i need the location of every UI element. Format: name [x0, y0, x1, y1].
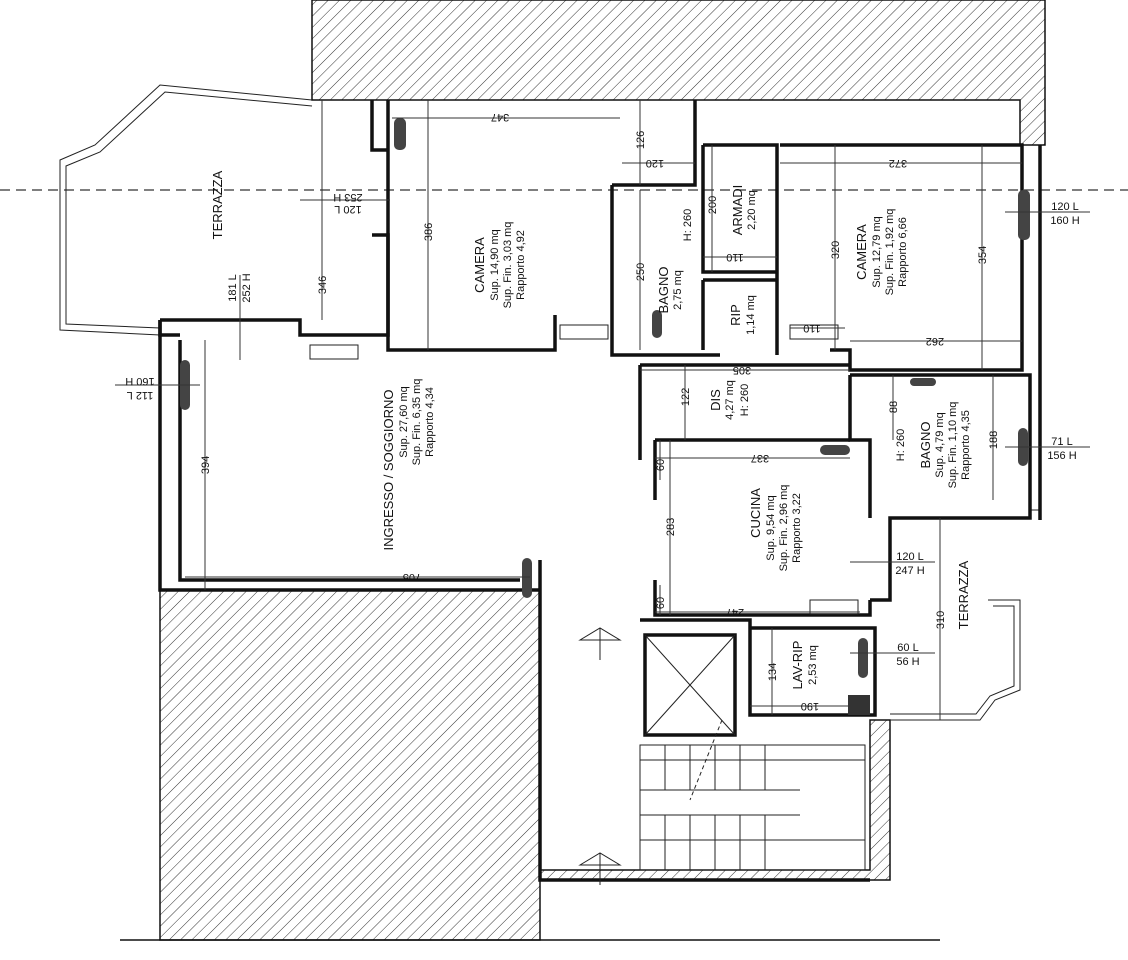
room-area: 2,75 mq [672, 270, 684, 310]
window-3-width: 112 L [127, 389, 154, 401]
dim-120: 120 [646, 157, 664, 169]
room-terrazza-right: TERRAZZA [956, 560, 971, 629]
window-4-width: 120 L [1051, 201, 1079, 213]
room-area: Sup. 9,54 mq [765, 495, 777, 560]
room-area: 2,20 mq [746, 190, 758, 230]
dim-88: 88 [888, 401, 900, 413]
room-dis: DIS 4,27 mq H: 260 [708, 380, 751, 420]
room-name: LAV-RIP [790, 641, 805, 690]
dim-190: 190 [801, 700, 819, 712]
dim-126: 126 [635, 131, 647, 149]
room-area: 4,27 mq [724, 380, 736, 420]
room-area: Sup. 14,90 mq [489, 229, 501, 301]
room-lav-rip: LAV-RIP 2,53 mq [790, 641, 819, 690]
window-1-height: 253 H [333, 191, 362, 203]
room-finestrata: Sup. Fin. 1,92 mq [884, 209, 896, 296]
room-area: Sup. 12,79 mq [871, 216, 883, 288]
room-camera-2: CAMERA Sup. 12,79 mq Sup. Fin. 1,92 mq R… [854, 209, 909, 296]
dim-122: 122 [680, 388, 692, 406]
dim-110: 110 [726, 251, 744, 263]
dim-200: 200 [707, 196, 719, 214]
room-name: DIS [708, 389, 723, 411]
dim-60-a: 60 [655, 459, 667, 471]
room-ratio: Rapporto 4,92 [515, 230, 527, 300]
radiators [180, 118, 1030, 715]
dim-247: 247 [726, 606, 744, 618]
room-name: INGRESSO / SOGGIORNO [381, 389, 396, 550]
room-ratio: Rapporto 6,66 [897, 217, 909, 287]
terrace-left-outline [59, 84, 313, 336]
dim-283: 283 [665, 518, 677, 536]
room-height: H: 260 [682, 209, 694, 241]
dim-372: 372 [889, 157, 907, 169]
room-area: 1,14 mq [745, 295, 757, 335]
dim-188: 188 [988, 431, 1000, 449]
dim-354: 354 [977, 246, 989, 264]
room-ingresso-soggiorno: INGRESSO / SOGGIORNO Sup. 27,60 mq Sup. … [381, 379, 436, 551]
room-ratio: Rapporto 4,35 [960, 410, 972, 480]
window-3-height: 160 H [125, 375, 154, 387]
dim-386: 386 [423, 223, 435, 241]
room-name: CUCINA [748, 488, 763, 538]
room-cucina: CUCINA Sup. 9,54 mq Sup. Fin. 2,96 mq Ra… [748, 485, 803, 572]
dim-305: 305 [733, 364, 751, 376]
dim-337: 337 [751, 452, 769, 464]
room-rip: RIP 1,14 mq [728, 295, 757, 335]
window-4-height: 160 H [1050, 215, 1079, 227]
dim-262: 262 [926, 335, 944, 347]
room-finestrata: Sup. Fin. 1,10 mq [947, 402, 959, 489]
room-height: H: 260 [739, 384, 751, 416]
dim-705: 705 [403, 571, 421, 583]
room-finestrata: Sup. Fin. 2,96 mq [778, 485, 790, 572]
window-6-height: 247 H [895, 565, 924, 577]
window-2-height: 252 H [241, 273, 253, 302]
room-finestrata: Sup. Fin. 6,35 mq [411, 379, 423, 466]
dim-346: 346 [317, 276, 329, 294]
dim-60-b: 60 [655, 597, 667, 609]
room-bagno-2: H: 260 BAGNO Sup. 4,79 mq Sup. Fin. 1,10… [895, 402, 972, 489]
room-area: Sup. 27,60 mq [398, 386, 410, 458]
walls [158, 100, 1042, 882]
staircase [578, 627, 866, 885]
dim-134: 134 [767, 663, 779, 681]
dim-310: 310 [935, 611, 947, 629]
dimension-lines [115, 100, 1090, 720]
dim-347: 347 [491, 111, 509, 123]
window-7-width: 60 L [897, 642, 918, 654]
room-area: 2,53 mq [807, 645, 819, 685]
room-height: H: 260 [895, 429, 907, 461]
dim-394: 394 [200, 456, 212, 474]
room-name: CAMERA [472, 237, 487, 293]
room-finestrata: Sup. Fin. 3,03 mq [502, 222, 514, 309]
window-1-width: 120 L [334, 203, 362, 215]
room-name: BAGNO [918, 422, 933, 469]
room-terrazza-left: TERRAZZA [210, 170, 225, 239]
dimension-labels: 347 126 120 386 346 250 200 110 372 320 … [200, 111, 1000, 712]
window-5-width: 71 L [1051, 436, 1072, 448]
dim-320: 320 [830, 241, 842, 259]
window-7-height: 56 H [896, 656, 919, 668]
dim-250: 250 [635, 263, 647, 281]
room-camera-1: CAMERA Sup. 14,90 mq Sup. Fin. 3,03 mq R… [472, 222, 527, 309]
dim-110-b: 110 [803, 322, 821, 334]
room-area: Sup. 4,79 mq [934, 412, 946, 477]
window-labels: 120 L 253 H 181 L 252 H 112 L 160 H 120 … [125, 191, 1079, 668]
room-name: ARMADI [730, 185, 745, 236]
window-6-width: 120 L [896, 551, 924, 563]
room-name: CAMERA [854, 224, 869, 280]
room-armadi: ARMADI 2,20 mq [730, 185, 758, 236]
room-bagno-1: BAGNO 2,75 mq H: 260 [656, 209, 694, 314]
room-ratio: Rapporto 4,34 [424, 387, 436, 457]
hatched-walls [120, 0, 1046, 941]
room-ratio: Rapporto 3,22 [791, 493, 803, 563]
window-5-height: 156 H [1047, 450, 1076, 462]
window-2-width: 181 L [227, 274, 239, 302]
room-name: RIP [728, 304, 743, 326]
room-name: BAGNO [656, 267, 671, 314]
